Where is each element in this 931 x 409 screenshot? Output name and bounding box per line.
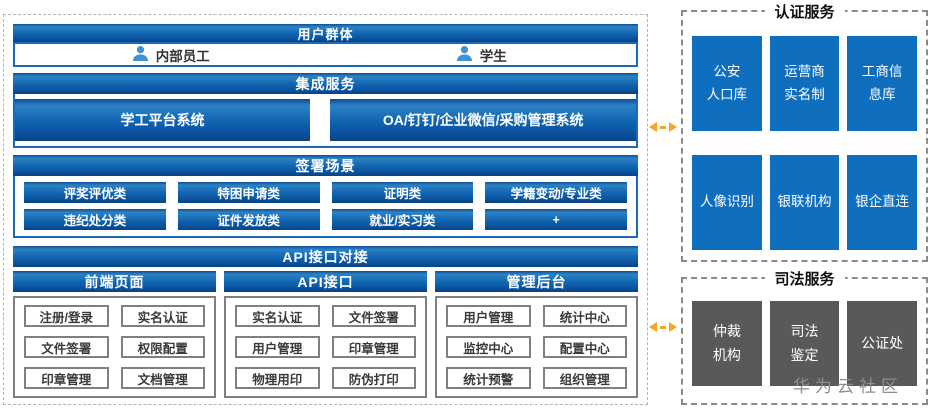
- api-modules: 实名认证 文件签署 用户管理 印章管理 物理用印 防伪打印: [224, 296, 427, 398]
- scenario-box: 特困申请类: [177, 182, 320, 203]
- service-box: 工商信 息库: [847, 36, 917, 131]
- user-group-row: 内部员工 学生: [13, 42, 638, 67]
- user-student: 学生: [326, 44, 637, 65]
- module-box: 印章管理: [331, 336, 416, 358]
- user-label: 内部员工: [155, 48, 210, 64]
- module-box: 印章管理: [24, 367, 109, 389]
- service-box: 人像识别: [692, 155, 762, 250]
- system-box: 学工平台系统: [15, 99, 310, 141]
- scenario-box: 证件发放类: [177, 209, 320, 230]
- integration-content: 学工平台系统 OA/钉钉/企业微信/采购管理系统: [13, 94, 638, 148]
- module-box: 实名认证: [120, 305, 205, 327]
- arrow-dash: [659, 325, 666, 329]
- integration-header: 集成服务: [13, 73, 638, 94]
- scenario-box: 证明类: [331, 182, 474, 203]
- module-box: 文件签署: [331, 305, 416, 327]
- arrow-right-head: [668, 322, 677, 332]
- section-signing-scenarios: 签署场景 评奖评优类 特困申请类 证明类 学籍变动/专业类 违纪处分类 证件发放…: [13, 155, 638, 238]
- module-box: 文档管理: [120, 367, 205, 389]
- module-box: 组织管理: [542, 367, 627, 389]
- scenarios-content: 评奖评优类 特困申请类 证明类 学籍变动/专业类 违纪处分类 证件发放类 就业/…: [13, 176, 638, 238]
- module-box: 防伪打印: [331, 367, 416, 389]
- module-box: 用户管理: [446, 305, 531, 327]
- module-box: 文件签署: [24, 336, 109, 358]
- service-box: 公证处: [847, 301, 917, 386]
- api-docking-header: API接口对接: [13, 246, 638, 267]
- module-box: 配置中心: [542, 336, 627, 358]
- judicial-services-title: 司法服务: [764, 268, 845, 289]
- module-box: 实名认证: [235, 305, 320, 327]
- judicial-services-grid: 仲裁 机构 司法 鉴定 公证处: [683, 279, 926, 386]
- service-box: 司法 鉴定: [769, 301, 840, 386]
- module-box: 物理用印: [235, 367, 320, 389]
- auth-services-panel: 认证服务 公安 人口库 运营商 实名制 工商信 息库 人像识别 银联机构 银企直…: [681, 1, 928, 262]
- watermark: 华为云社区: [793, 377, 903, 396]
- module-box: 注册/登录: [24, 305, 109, 327]
- system-box: OA/钉钉/企业微信/采购管理系统: [330, 99, 636, 141]
- section-user-group: 用户群体 内部员工 学生: [13, 24, 638, 67]
- service-box: 银企直连: [847, 155, 917, 250]
- arrow-left-head: [648, 322, 657, 332]
- auth-services-grid: 公安 人口库 运营商 实名制 工商信 息库 人像识别 银联机构 银企直连: [683, 12, 926, 250]
- service-box: 银联机构: [769, 155, 840, 250]
- service-box: 仲裁 机构: [692, 301, 762, 386]
- module-box: 统计中心: [542, 305, 627, 327]
- scenarios-header: 签署场景: [13, 155, 638, 176]
- main-architecture-panel: 用户群体 内部员工 学生 集成服务 学工平台系统 OA/钉钉/企业微信/采购管理…: [3, 14, 648, 405]
- admin-backend-header: 管理后台: [435, 271, 638, 292]
- module-box: 用户管理: [235, 336, 320, 358]
- api-interface-header: API接口: [224, 271, 427, 292]
- user-internal-staff: 内部员工: [15, 44, 326, 65]
- api-column-headers: 前端页面 API接口 管理后台: [13, 271, 638, 292]
- service-box: 运营商 实名制: [769, 36, 840, 131]
- auth-services-title: 认证服务: [764, 1, 845, 22]
- user-icon: [455, 44, 474, 66]
- double-arrow-icon: [647, 121, 678, 133]
- scenario-box: 学籍变动/专业类: [485, 182, 627, 203]
- arrow-left-head: [648, 122, 657, 132]
- arrow-right-head: [668, 122, 677, 132]
- user-icon: [131, 44, 150, 66]
- service-box: 公安 人口库: [692, 36, 762, 131]
- api-module-grids: 注册/登录 实名认证 文件签署 权限配置 印章管理 文档管理 实名认证 文件签署…: [13, 296, 638, 398]
- frontend-modules: 注册/登录 实名认证 文件签署 权限配置 印章管理 文档管理: [13, 296, 216, 398]
- user-group-header: 用户群体: [13, 24, 638, 42]
- admin-modules: 用户管理 统计中心 监控中心 配置中心 统计预警 组织管理: [435, 296, 638, 398]
- module-box: 统计预警: [446, 367, 531, 389]
- arrow-dash: [659, 125, 666, 129]
- scenario-box: 评奖评优类: [24, 182, 166, 203]
- section-integration-services: 集成服务 学工平台系统 OA/钉钉/企业微信/采购管理系统: [13, 73, 638, 148]
- scenario-box: 就业/实习类: [331, 209, 474, 230]
- judicial-services-panel: 司法服务 仲裁 机构 司法 鉴定 公证处: [681, 268, 928, 405]
- frontend-header: 前端页面: [13, 271, 216, 292]
- module-box: 权限配置: [120, 336, 205, 358]
- double-arrow-icon: [647, 321, 678, 333]
- scenario-box: 违纪处分类: [24, 209, 166, 230]
- module-box: 监控中心: [446, 336, 531, 358]
- user-label: 学生: [479, 48, 507, 64]
- scenario-box-add: +: [485, 209, 627, 230]
